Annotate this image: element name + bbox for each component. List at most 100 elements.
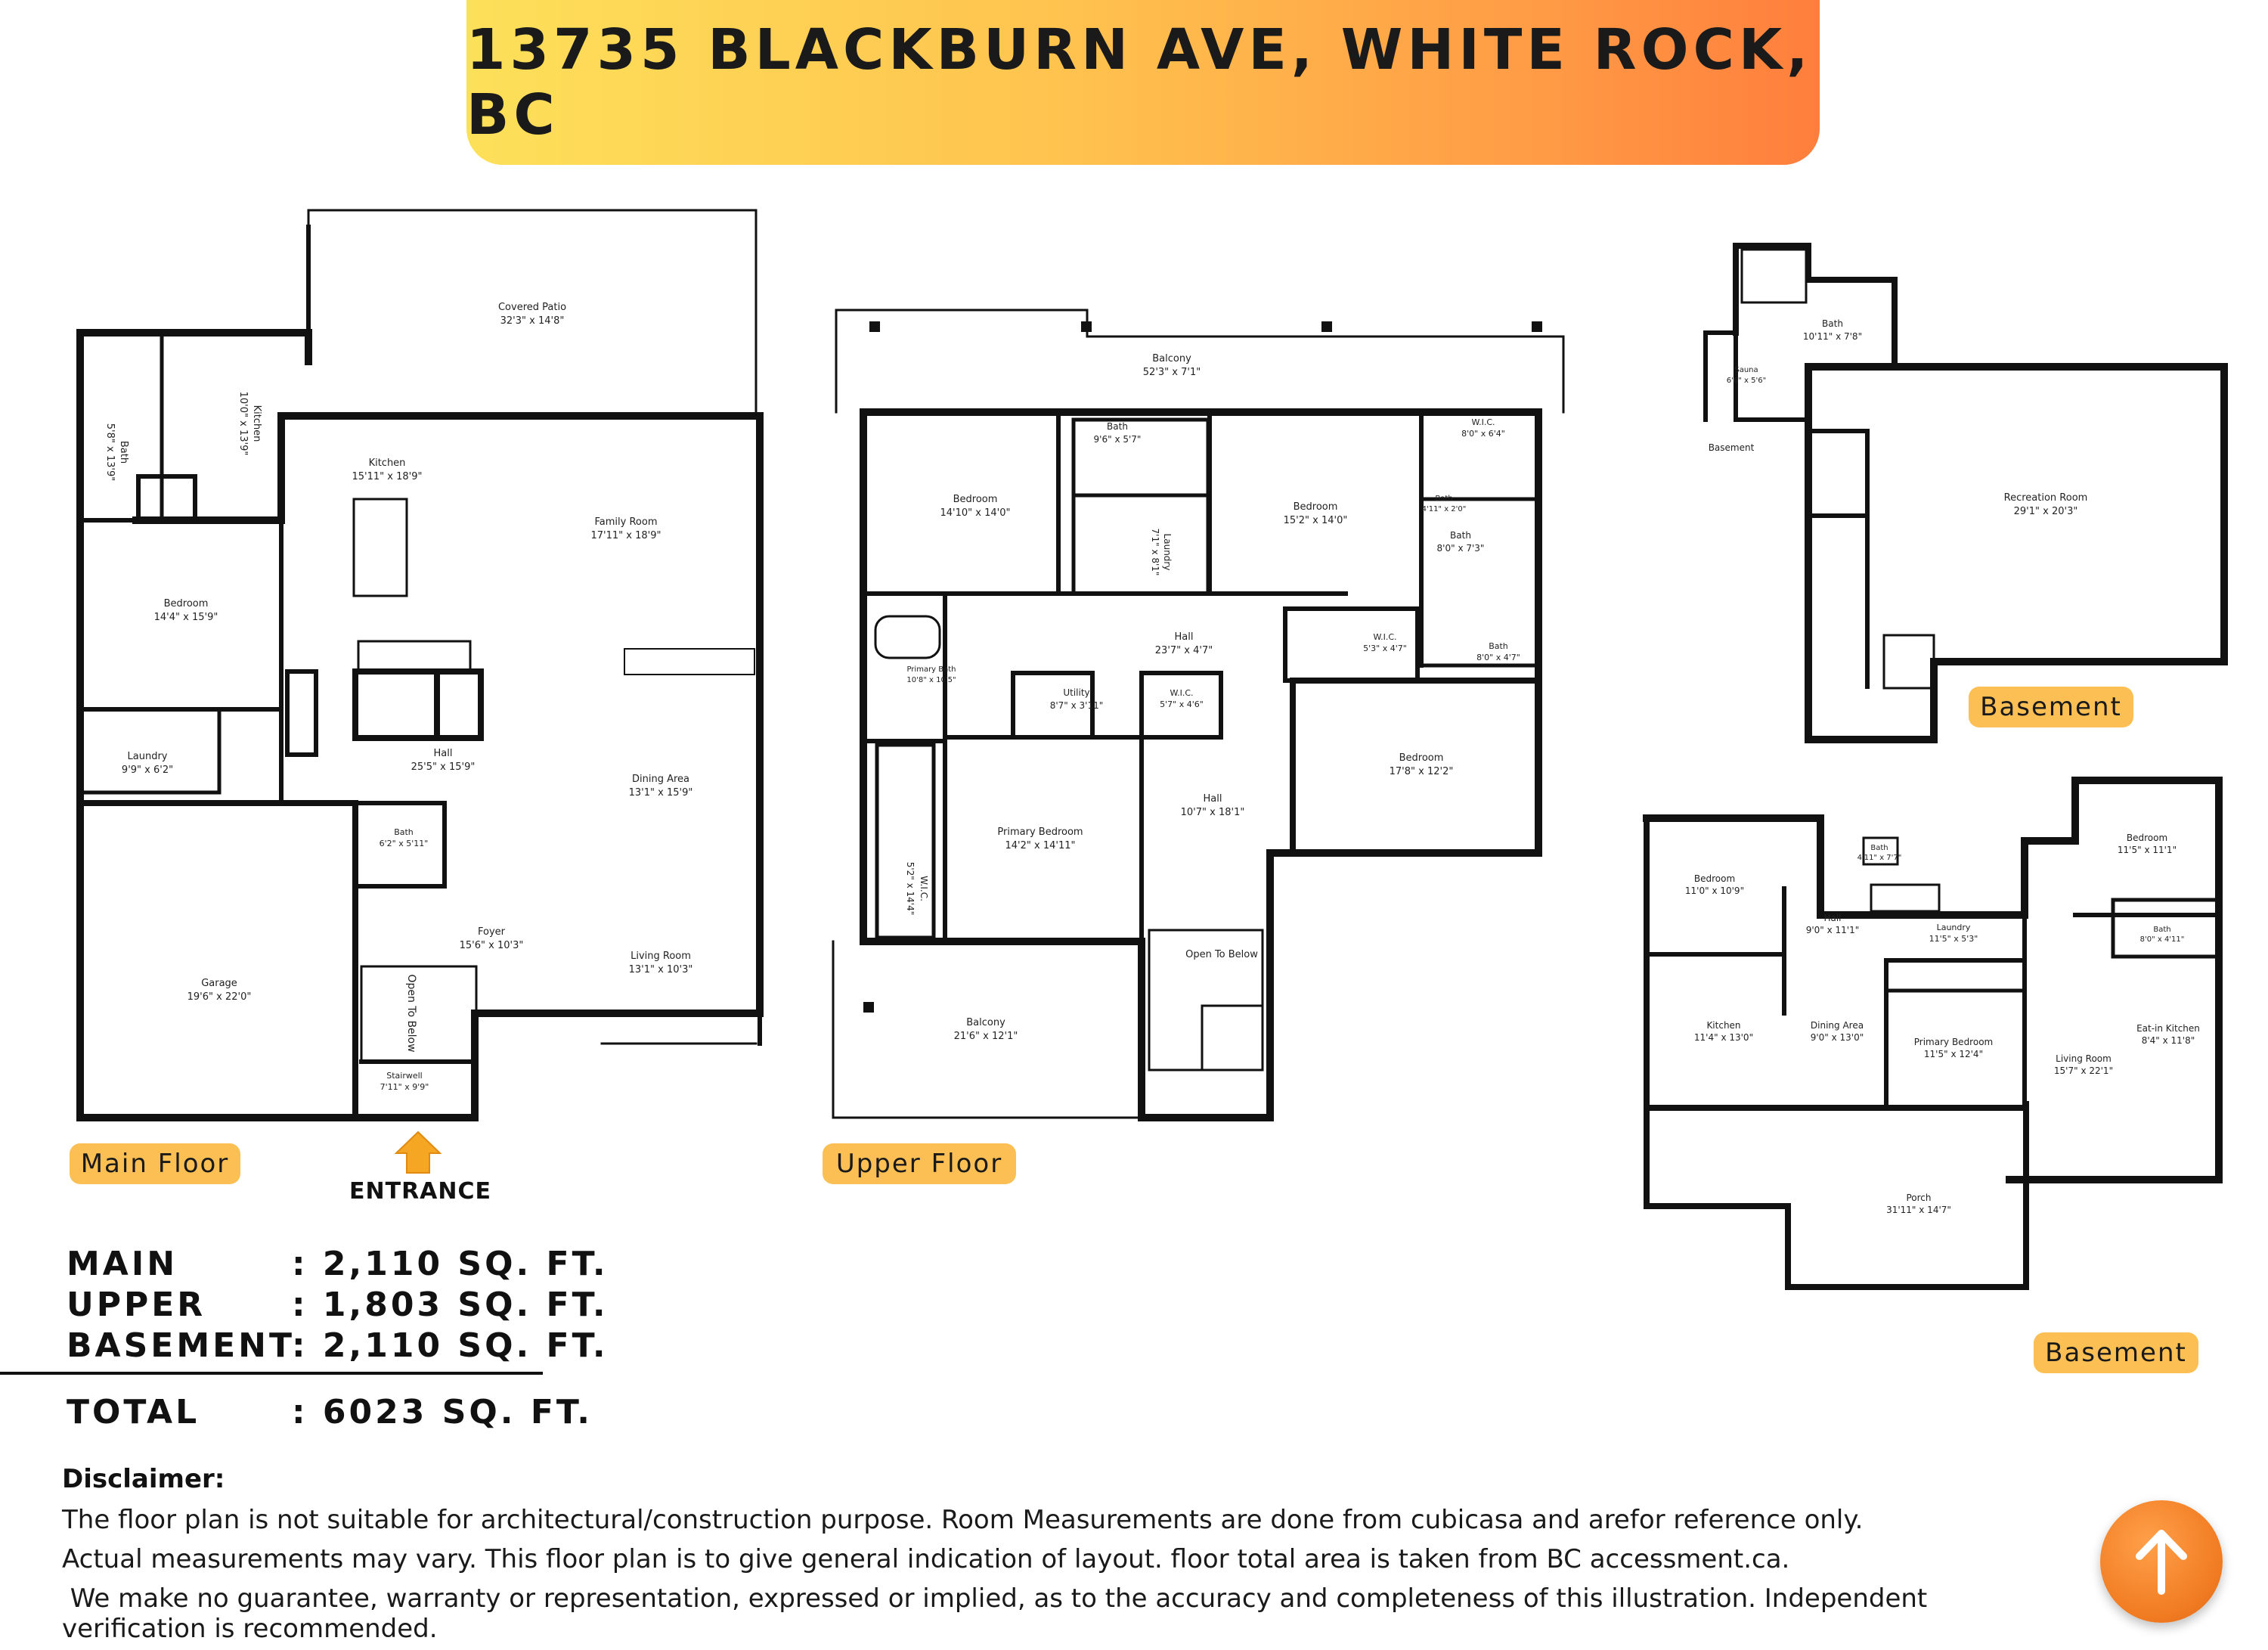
room-label: Laundry (128, 751, 168, 762)
room-dims: 8'4" x 11'8" (2142, 1035, 2195, 1046)
room-label: Bedroom (2127, 833, 2167, 843)
room-label: Primary Bedroom (997, 827, 1083, 838)
room-dims: 10'11" x 7'8" (1803, 331, 1862, 342)
room-label: W.I.C. (919, 876, 929, 901)
room-dims: 9'0" x 13'0" (1811, 1032, 1864, 1043)
room-label: Laundry (1162, 534, 1173, 571)
room-label: Covered Patio (498, 302, 566, 313)
room-dims: 7'11" x 9'9" (380, 1082, 429, 1092)
room-label: Hall (1204, 793, 1222, 805)
disclaimer-line: We make no guarantee, warranty or repres… (62, 1583, 1928, 1614)
room-dims: 21'6" x 12'1" (954, 1031, 1018, 1042)
room-label: Living Room (631, 951, 691, 962)
room-dims: 13'1" x 15'9" (629, 787, 693, 799)
room-label: Porch (1906, 1193, 1931, 1203)
title-banner: 13735 BLACKBURN AVE, WHITE ROCK, BC (466, 0, 1820, 165)
open-to-below-label: Open To Below (405, 974, 417, 1052)
room-dims: 32'3" x 14'8" (500, 315, 565, 327)
room-label: Kitchen (1706, 1020, 1740, 1031)
upper-floor-plan (832, 309, 1565, 1121)
room-dims: 11'5" x 5'3" (1929, 934, 1978, 944)
room-label: W.I.C. (1471, 417, 1495, 427)
main-floor-plan (76, 209, 764, 1121)
room-dims: 15'2" x 14'0" (1284, 515, 1348, 526)
room-label: Bath (1822, 318, 1843, 329)
room-label: Recreation Room (2004, 492, 2088, 504)
area-name: MAIN (67, 1245, 178, 1283)
room-dims: 6'6" x 5'6" (1727, 377, 1766, 385)
basement-b-plan (1643, 777, 2223, 1290)
room-dims: 5'7" x 4'6" (1160, 699, 1204, 709)
room-dims: 13'1" x 10'3" (629, 964, 693, 975)
arrow-up-icon (394, 1130, 442, 1174)
room-label: Kitchen (251, 405, 262, 442)
floor-label-basement-b: Basement (2034, 1332, 2198, 1373)
room-label: Bedroom (1294, 501, 1338, 513)
room-dims: 9'0" x 11'1" (1806, 925, 1860, 935)
room-dims: 25'5" x 15'9" (411, 761, 476, 773)
room-dims: 7'1" x 8'1" (1150, 529, 1160, 576)
room-label: Basement (1709, 442, 1755, 453)
room-dims: 19'6" x 22'0" (187, 991, 252, 1003)
room-label: Laundry (1937, 923, 1971, 932)
area-value: : 2,110 SQ. FT. (292, 1245, 609, 1283)
disclaimer-line: The floor plan is not suitable for archi… (62, 1505, 1864, 1535)
room-dims: 11'4" x 13'0" (1694, 1032, 1753, 1043)
room-label: Bath (118, 441, 129, 464)
room-dims: 29'1" x 20'3" (2014, 506, 2078, 517)
room-label: Hall (1823, 913, 1841, 923)
room-dims: 23'7" x 4'7" (1155, 645, 1213, 656)
room-label: Garage (201, 978, 237, 989)
room-dims: 14'2" x 14'11" (1005, 840, 1076, 851)
room-label: Bath (1107, 421, 1128, 432)
room-label: Stairwell (386, 1071, 423, 1081)
arrow-up-icon (2136, 1530, 2187, 1595)
area-value: : 1,803 SQ. FT. (292, 1286, 609, 1324)
area-name: TOTAL (67, 1393, 200, 1431)
area-value: : 6023 SQ. FT. (292, 1393, 593, 1431)
room-dims: 15'7" x 22'1" (2054, 1065, 2113, 1076)
room-label: Bedroom (1399, 752, 1444, 764)
disclaimer-title: Disclaimer: (62, 1464, 225, 1494)
area-name: BASEMENT (67, 1326, 296, 1365)
room-dims: 14'10" x 14'0" (940, 507, 1011, 519)
room-label: Eat-in Kitchen (2136, 1023, 2200, 1034)
room-dims: 9'6" x 5'7" (1094, 434, 1142, 445)
room-dims: 5'8" x 13'9" (104, 423, 116, 481)
room-dims: 31'11" x 14'7" (1886, 1205, 1951, 1215)
room-label: Bath (1435, 495, 1452, 503)
scroll-top-button[interactable] (2100, 1500, 2223, 1623)
room-label: Bedroom (164, 598, 209, 609)
room-label: Foyer (478, 926, 506, 938)
room-label: Bath (1870, 844, 1888, 852)
room-dims: 11'0" x 10'9" (1685, 885, 1744, 896)
room-label: Balcony (966, 1017, 1005, 1028)
area-name: UPPER (67, 1286, 206, 1324)
room-dims: 5'3" x 4'7" (1363, 644, 1407, 653)
room-dims: 4'11" x 2'0" (1422, 505, 1467, 513)
entrance-label: ENTRANCE (349, 1178, 491, 1205)
room-label: Family Room (595, 516, 658, 528)
room-dims: 10'8" x 10'5" (906, 676, 956, 684)
room-dims: 17'8" x 12'2" (1390, 766, 1454, 777)
room-dims: 15'6" x 10'3" (460, 940, 524, 951)
room-label: Dining Area (632, 774, 689, 785)
room-dims: 4'11" x 7'7" (1857, 854, 1902, 862)
room-dims: 6'2" x 5'11" (380, 839, 429, 848)
room-label: Dining Area (1811, 1020, 1864, 1031)
floor-label-upper: Upper Floor (823, 1143, 1016, 1184)
disclaimer-line: verification is recommended. (62, 1614, 438, 1644)
room-label: Hall (1175, 631, 1194, 643)
room-label: Bath (394, 827, 414, 837)
room-dims: 8'0" x 4'11" (2140, 935, 2185, 944)
room-dims: 9'9" x 6'2" (122, 765, 173, 776)
area-value: : 2,110 SQ. FT. (292, 1326, 609, 1365)
room-dims: 52'3" x 7'1" (1143, 367, 1201, 378)
room-label: Utility (1063, 687, 1089, 698)
room-label: Bedroom (953, 494, 998, 505)
room-dims: 8'0" x 6'4" (1461, 429, 1505, 439)
room-dims: 14'4" x 15'9" (154, 612, 218, 623)
room-dims: 8'0" x 4'7" (1476, 653, 1520, 662)
room-label: Hall (434, 748, 453, 759)
